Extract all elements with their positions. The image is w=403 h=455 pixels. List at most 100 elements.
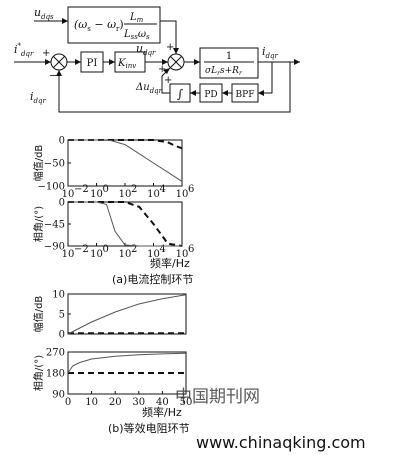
- x-tick-label: 10: [119, 189, 132, 200]
- input-i-ref: i*dqr: [14, 42, 34, 58]
- sign-ff-plus: +: [166, 42, 174, 53]
- integrator-icon: ∫: [177, 87, 184, 101]
- pd-label: PD: [204, 90, 217, 100]
- y-tick-label: 5: [59, 310, 65, 321]
- chart-b-phase: 270 180 900 10 20 30 40 50 相角/(°): [32, 348, 192, 409]
- sum1-cross-b: [53, 56, 65, 68]
- x-tick-label: 10: [62, 189, 75, 200]
- bpf-label: BPF: [236, 90, 255, 100]
- arrow-ff-to-sum2: [173, 48, 179, 54]
- feedforward-omega-term: (ωs − ωr): [74, 18, 124, 33]
- plant-numerator: 1: [226, 51, 232, 62]
- chart-a-caption: (a)电流控制环节: [112, 272, 193, 286]
- x-tick-label: 30: [132, 397, 145, 408]
- arrow-i-ref: [45, 59, 51, 65]
- x-tick-label: 10: [85, 397, 98, 408]
- series-line-solid: [67, 352, 187, 374]
- feedforward-denominator: Lssωs: [123, 29, 150, 41]
- y-tick-label: −100: [38, 182, 65, 193]
- x-tick-label: 10: [62, 249, 75, 260]
- series-line-dashed: [68, 139, 183, 150]
- y-tick-label: 270: [46, 348, 65, 359]
- y-axis-label: 相角/(°): [32, 206, 45, 242]
- y-axis-label: 相角/(°): [32, 355, 45, 391]
- series-line-dashed: [68, 201, 183, 247]
- wire-current-feedback: [58, 62, 291, 113]
- series-line-solid: [68, 139, 183, 182]
- y-tick-label: 90: [52, 390, 65, 401]
- arrow-to-pd: [222, 90, 228, 96]
- x-tick-exponent: 6: [188, 184, 194, 195]
- arrow-to-pi: [75, 59, 81, 65]
- sign-ref-plus: +: [42, 48, 50, 59]
- x-tick-label: 10: [119, 249, 132, 260]
- chart-a-xlabel: 频率/Hz: [150, 256, 190, 270]
- y-axis-label: 幅值/dB: [32, 145, 45, 182]
- plant-denominator: σLrs+Rr: [205, 66, 243, 77]
- series-line-solid: [68, 201, 182, 247]
- x-tick-exponent: 4: [160, 244, 166, 255]
- plant-block: [199, 47, 259, 79]
- arrow-to-kinv: [109, 59, 115, 65]
- y-tick-label: −90: [44, 242, 65, 253]
- sum2-cross-b: [170, 56, 182, 68]
- series-line-solid: [67, 294, 187, 335]
- chart-b-magnitude: 10 5 0 幅值/dB: [32, 290, 187, 341]
- x-tick-label: 40: [156, 397, 169, 408]
- feedforward-numerator: Lm: [129, 12, 144, 24]
- y-tick-label: 0: [59, 136, 65, 147]
- y-tick-label: 10: [52, 290, 65, 301]
- signal-output: idqr: [262, 45, 278, 60]
- x-tick-label: 0: [65, 397, 71, 408]
- signal-delta-u: Δudqr: [135, 82, 163, 95]
- x-tick-label: 10: [147, 189, 160, 200]
- wire-int-to-sum2: [161, 76, 170, 94]
- y-tick-label: −50: [44, 159, 65, 170]
- x-tick-exponent: −2: [74, 184, 89, 195]
- chart-b-xlabel: 频率/Hz: [142, 405, 182, 419]
- signal-u-dqr: udqr: [136, 42, 156, 57]
- block-diagram: udqs (ωs − ωr) Lm Lssωs + i*dqr + − PI K…: [14, 6, 300, 113]
- sign-fb-minus: −: [49, 69, 58, 82]
- arrow-to-bpf: [258, 90, 264, 96]
- y-axis-label: 幅值/dB: [32, 296, 45, 333]
- x-tick-label: 20: [109, 397, 122, 408]
- y-tick-label: 0: [59, 198, 65, 209]
- arrow-output: [294, 59, 300, 65]
- sign-delta-plus: +: [164, 75, 172, 86]
- x-tick-exponent: 0: [103, 184, 109, 195]
- x-tick-exponent: 2: [131, 184, 137, 195]
- signal-i-fb: idqr: [30, 90, 46, 105]
- wire-feedforward-out: [160, 20, 177, 54]
- chart-b-caption: (b)等效电阻环节: [108, 421, 190, 435]
- x-tick-label: 10: [147, 249, 160, 260]
- x-tick-label: 10: [176, 249, 189, 260]
- sign-u-plus: +: [158, 64, 166, 75]
- y-tick-label: −45: [44, 220, 65, 231]
- plot-frame: [67, 139, 183, 187]
- x-tick-exponent: 0: [103, 244, 109, 255]
- arrow-to-plant: [194, 59, 200, 65]
- x-tick-label: 50: [180, 397, 193, 408]
- pi-label: PI: [87, 58, 98, 69]
- arrow-u-dqs: [62, 18, 68, 24]
- feedforward-block: [67, 6, 161, 44]
- arrow-to-integrator: [190, 90, 196, 96]
- x-tick-label: 10: [176, 189, 189, 200]
- x-tick-exponent: −2: [74, 244, 89, 255]
- arrow-delta-u: [163, 68, 170, 74]
- kinv-label: Kinv: [117, 58, 136, 70]
- x-tick-label: 10: [90, 189, 103, 200]
- y-tick-label: 0: [59, 330, 65, 341]
- input-u-dqs: udqs: [34, 6, 54, 21]
- x-tick-exponent: 6: [188, 244, 194, 255]
- plot-frame: [67, 293, 187, 335]
- arrow-feedback-to-sum1: [56, 70, 62, 76]
- watermark-url: www.chinaqking.com: [196, 433, 366, 452]
- watermark-chinese: 中国期刊网: [175, 387, 260, 407]
- y-tick-label: 180: [46, 369, 65, 380]
- x-tick-exponent: 2: [131, 244, 137, 255]
